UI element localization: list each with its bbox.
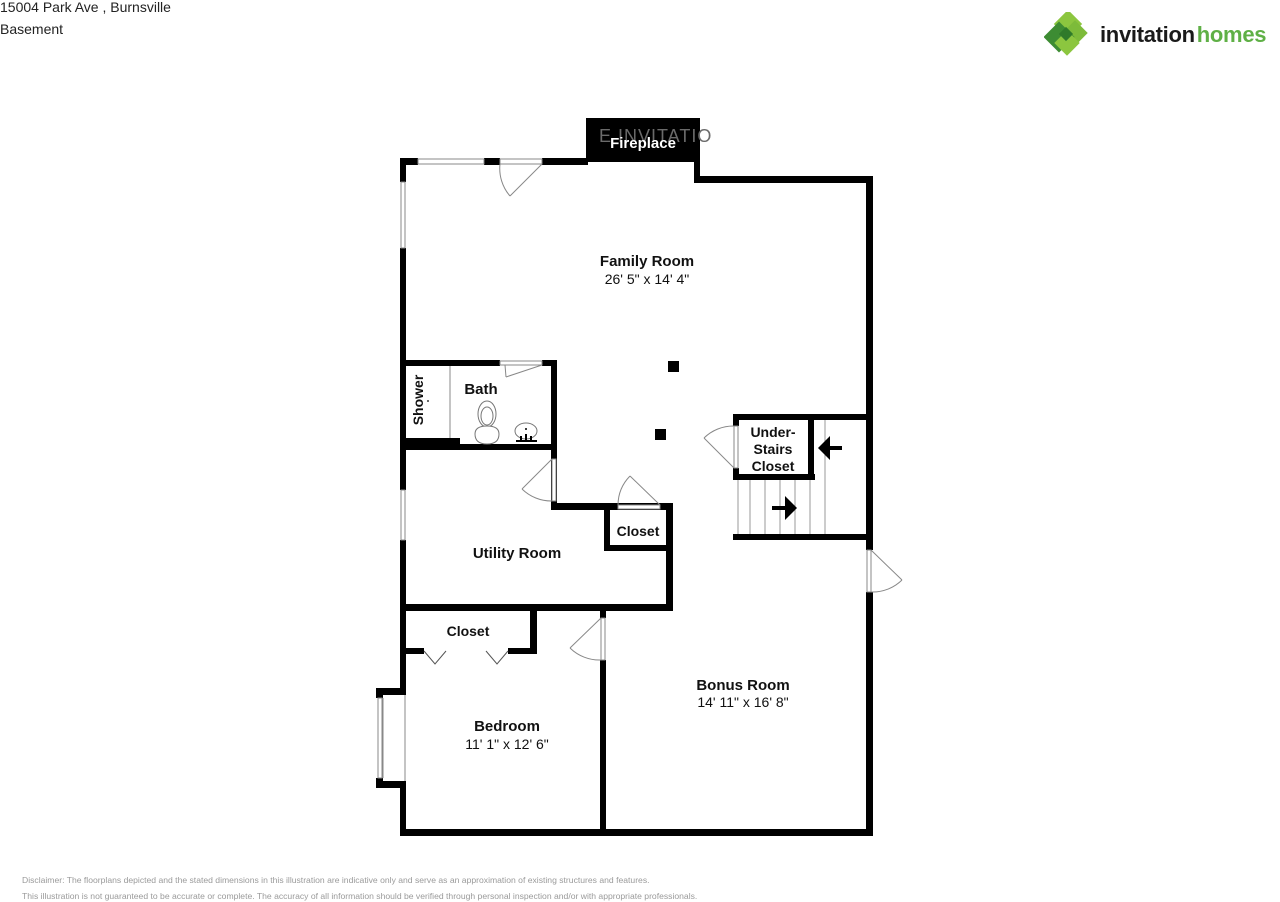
door-utility-closet [617,475,661,510]
bedroom-bonus-wall [600,604,606,618]
windows [377,158,485,781]
invitation-homes-logo: invitationhomes [1044,12,1280,58]
family-room-dimensions: 26' 5" x 14' 4" [605,271,690,287]
logo-wordmark: invitationhomes [1100,22,1267,47]
door-utility-room [521,458,557,502]
stair-arrow-left-icon [818,436,842,460]
fireplace-label: Fireplace [610,135,676,152]
exterior-walls [376,158,873,836]
fireplace-block [586,118,700,162]
window-top-left [417,158,485,165]
bonus-room-label: Bonus Room [696,677,789,694]
logo-mark-icon [1044,12,1088,56]
floor-level-label: Basement [0,21,64,37]
disclaimer-line-2: This illustration is not guaranteed to b… [22,891,698,901]
bedroom-dimensions: 11' 1" x 12' 6" [465,736,549,752]
door-bonus-room-exterior [866,549,903,593]
sink-icon [514,422,538,442]
door-bath [499,360,543,378]
utility-closet-label: Closet [617,523,660,539]
logo-word-invitation: invitation [1100,22,1195,47]
logo-word-homes: homes [1196,22,1267,47]
disclaimer-line-1: Disclaimer: The floorplans depicted and … [22,875,650,885]
bedroom-closet-label: Closet [447,623,490,639]
bath-walls [400,360,557,510]
support-column [668,361,679,372]
under-stairs-label-2: Stairs [754,441,793,457]
bedroom-bonus-wall [600,660,606,836]
toilet-icon [474,400,500,445]
stair-walls [733,414,873,540]
under-stairs-label-3: Closet [752,458,795,474]
family-room-label: Family Room [600,253,694,270]
window-left-upper [400,181,406,249]
property-address: 15004 Park Ave , Burnsville [0,0,171,15]
shower-label: Shower [410,374,426,425]
door-family-room-exterior [499,158,543,197]
window-left-utility [400,489,406,541]
bath-label: Bath [464,381,497,398]
under-stairs-label-1: Under- [750,424,795,440]
stair-arrow-right-icon [772,496,797,520]
window-bay-outer [377,697,383,779]
support-column [655,429,666,440]
door-under-stairs-closet [703,425,739,469]
door-bedroom [569,617,606,661]
bedroom-closet-doors [423,650,509,665]
watermark-text: E INVITATIO [599,126,712,146]
shower-drain-icon [427,400,429,402]
bedroom-closet-walls [400,604,537,654]
staircase [737,420,826,534]
utility-room-label: Utility Room [473,545,561,562]
bedroom-label: Bedroom [474,718,540,735]
bonus-room-dimensions: 14' 11" x 16' 8" [697,694,788,710]
